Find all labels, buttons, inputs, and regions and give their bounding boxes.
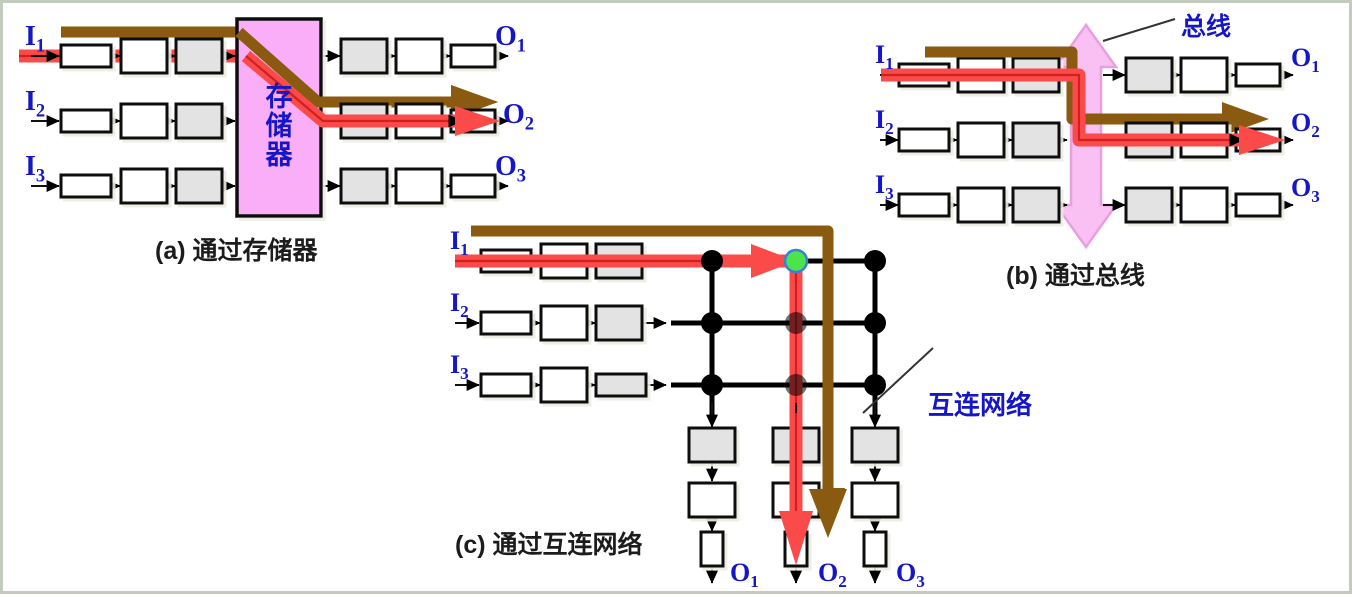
panel-a-input-stages	[59, 37, 224, 205]
panel-b-input-label-2: I2	[875, 105, 894, 139]
panel-b-graphics	[880, 18, 1294, 250]
active-crosspoint-dot	[783, 248, 809, 274]
panel-c-graphics	[455, 225, 934, 584]
memory-char-2: 储	[265, 111, 293, 142]
memory-block-label: 存 储 器	[237, 82, 321, 171]
panel-c-red-over-in	[455, 244, 798, 278]
bus-leader-line	[1102, 18, 1176, 42]
panel-b-output-label-1: O1	[1291, 43, 1320, 77]
panel-c-brown-head	[809, 303, 847, 538]
panel-b-red-head	[1113, 125, 1285, 155]
network-label: 互连网络	[928, 390, 1033, 420]
panel-a-input-label-2: I2	[25, 86, 46, 121]
panel-c-output-label-2: O2	[818, 558, 847, 592]
panel-c-input-stages	[479, 242, 648, 404]
panel-a-caption: (a) 通过存储器	[155, 237, 318, 265]
panel-a-red-top	[333, 106, 500, 136]
panel-b-input-stages	[897, 56, 1061, 224]
panel-c-input-label-1: I1	[450, 226, 469, 260]
panel-b-output-label-2: O2	[1291, 108, 1320, 142]
network-leader-line	[862, 347, 934, 414]
bus-label: 总线	[1181, 13, 1232, 41]
memory-char-3: 器	[265, 140, 293, 171]
panel-b-output-label-3: O3	[1291, 173, 1320, 207]
panel-a-output-label-1: O1	[495, 21, 527, 56]
panel-c-input-label-2: I2	[450, 288, 469, 322]
memory-char-1: 存	[265, 82, 293, 112]
panel-c-output-label-1: O1	[730, 558, 759, 592]
crosspoint-dots	[701, 248, 886, 396]
diagram-canvas	[19, 17, 1294, 584]
panel-a-output-label-3: O3	[495, 151, 527, 186]
panel-c-output-label-3: O3	[896, 558, 925, 592]
panel-b-input-label-1: I1	[875, 40, 894, 74]
panel-a-output-label-2: O2	[503, 99, 535, 134]
panel-c-caption: (c) 通过互连网络	[455, 531, 643, 559]
panel-b-brown-path	[925, 46, 1269, 136]
panel-a-graphics	[19, 17, 509, 218]
panel-c-input-label-3: I3	[450, 350, 469, 384]
panel-b-caption: (b) 通过总线	[1006, 262, 1145, 290]
panel-b-input-label-3: I3	[875, 170, 894, 204]
panel-a-input-label-1: I1	[25, 21, 46, 56]
panel-a-input-label-3: I3	[25, 151, 46, 186]
panel-a-brown-over	[235, 27, 456, 108]
panel-c-red-out-top	[779, 413, 813, 565]
